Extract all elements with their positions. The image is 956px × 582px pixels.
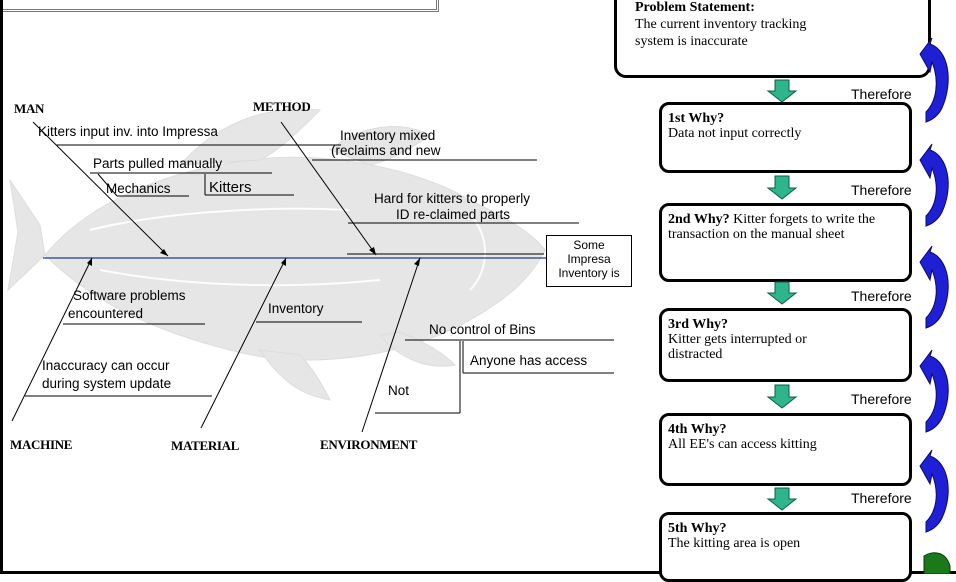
bottom-border <box>0 571 956 574</box>
why-4-heading: 4th Why? <box>668 422 727 437</box>
why-box-1: 1st Why? Data not input correctly <box>659 102 912 173</box>
category-machine: MACHINE <box>10 437 73 452</box>
environment-bone <box>361 257 421 433</box>
method-bone <box>280 121 377 256</box>
why-5-text: The kitting area is open <box>668 536 801 551</box>
problem-heading: Problem Statement: <box>635 0 755 15</box>
effect-line-3: Inventory is <box>558 266 620 280</box>
cause-hard-for-kitters-1: Hard for kitters to properly <box>374 191 531 206</box>
down-arrow-icon <box>766 384 798 409</box>
material-bone <box>200 257 287 429</box>
down-arrow-icon <box>766 487 798 511</box>
category-method: METHOD <box>253 99 311 114</box>
cause-inventory-mixed-2: (reclaims and new <box>331 143 441 158</box>
problem-text: The current inventory tracking system is… <box>635 17 807 49</box>
cause-anyone-access: Anyone has access <box>470 353 588 368</box>
machine-bone <box>11 257 93 422</box>
why-4-text: All EE's can access kitting <box>668 437 817 452</box>
cause-inaccuracy-1: Inaccuracy can occur <box>42 358 170 373</box>
why-2-text: Kitter forgets to write the transaction … <box>668 212 876 242</box>
cause-kitters: Kitters <box>209 179 252 196</box>
down-arrow-icon <box>766 281 798 305</box>
cause-inventory-mixed-1: Inventory mixed <box>340 128 436 143</box>
fishbone-diagram <box>7 108 614 433</box>
therefore-label-1: Therefore <box>851 86 912 102</box>
curved-arrow-icon <box>919 449 949 533</box>
category-man: MAN <box>14 101 45 116</box>
why-box-3: 3rd Why? Kitter gets interrupted or dist… <box>659 308 912 382</box>
fish-watermark-icon <box>7 108 546 401</box>
why-box-4: 4th Why? All EE's can access kitting <box>659 413 912 486</box>
cause-not: Not <box>388 383 410 398</box>
curl-arrows <box>919 37 951 574</box>
cause-no-control: No control of Bins <box>429 322 536 337</box>
curved-arrow-final-icon <box>923 552 951 574</box>
why-5-heading: 5th Why? <box>668 521 727 536</box>
curved-arrow-icon <box>919 143 949 227</box>
why-box-5: 5th Why? The kitting area is open <box>659 512 912 582</box>
down-arrow-icon <box>766 175 798 200</box>
cause-parts-pulled: Parts pulled manually <box>93 156 223 171</box>
cause-kitters-input: Kitters input inv. into Impressa <box>38 124 218 139</box>
header-frame <box>0 0 439 12</box>
effect-box: Some Impresa Inventory is <box>546 235 632 287</box>
cause-hard-for-kitters-2: ID re-claimed parts <box>396 207 511 222</box>
down-arrows <box>766 79 798 511</box>
therefore-label-2: Therefore <box>851 182 912 198</box>
why-box-2: 2nd Why? Kitter forgets to write the tra… <box>659 203 912 282</box>
category-material: MATERIAL <box>171 438 240 453</box>
cause-mechanics: Mechanics <box>106 181 171 196</box>
effect-line-1: Some <box>573 238 605 252</box>
curved-arrow-icon <box>919 245 949 329</box>
why-3-text: Kitter gets interrupted or distracted <box>668 332 807 362</box>
man-bone <box>32 121 169 257</box>
category-environment: ENVIRONMENT <box>320 437 418 452</box>
cause-inventory: Inventory <box>268 301 324 316</box>
curved-arrow-icon <box>919 37 949 123</box>
therefore-label-5: Therefore <box>851 490 912 506</box>
therefore-label-4: Therefore <box>851 391 912 407</box>
left-border <box>0 0 3 574</box>
down-arrow-icon <box>766 79 798 103</box>
effect-line-2: Impresa <box>567 252 611 266</box>
problem-statement-box: Problem Statement: The current inventory… <box>614 0 931 78</box>
curved-arrow-icon <box>919 349 949 433</box>
therefore-label-3: Therefore <box>851 288 912 304</box>
cause-inaccuracy-2: during system update <box>42 376 172 391</box>
why-1-text: Data not input correctly <box>668 126 802 141</box>
cause-software-problems-2: encountered <box>68 306 144 321</box>
why-1-heading: 1st Why? <box>668 111 725 126</box>
why-3-heading: 3rd Why? <box>668 317 729 332</box>
cause-software-problems-1: Software problems <box>73 288 186 303</box>
why-2-heading: 2nd Why? <box>668 212 730 227</box>
